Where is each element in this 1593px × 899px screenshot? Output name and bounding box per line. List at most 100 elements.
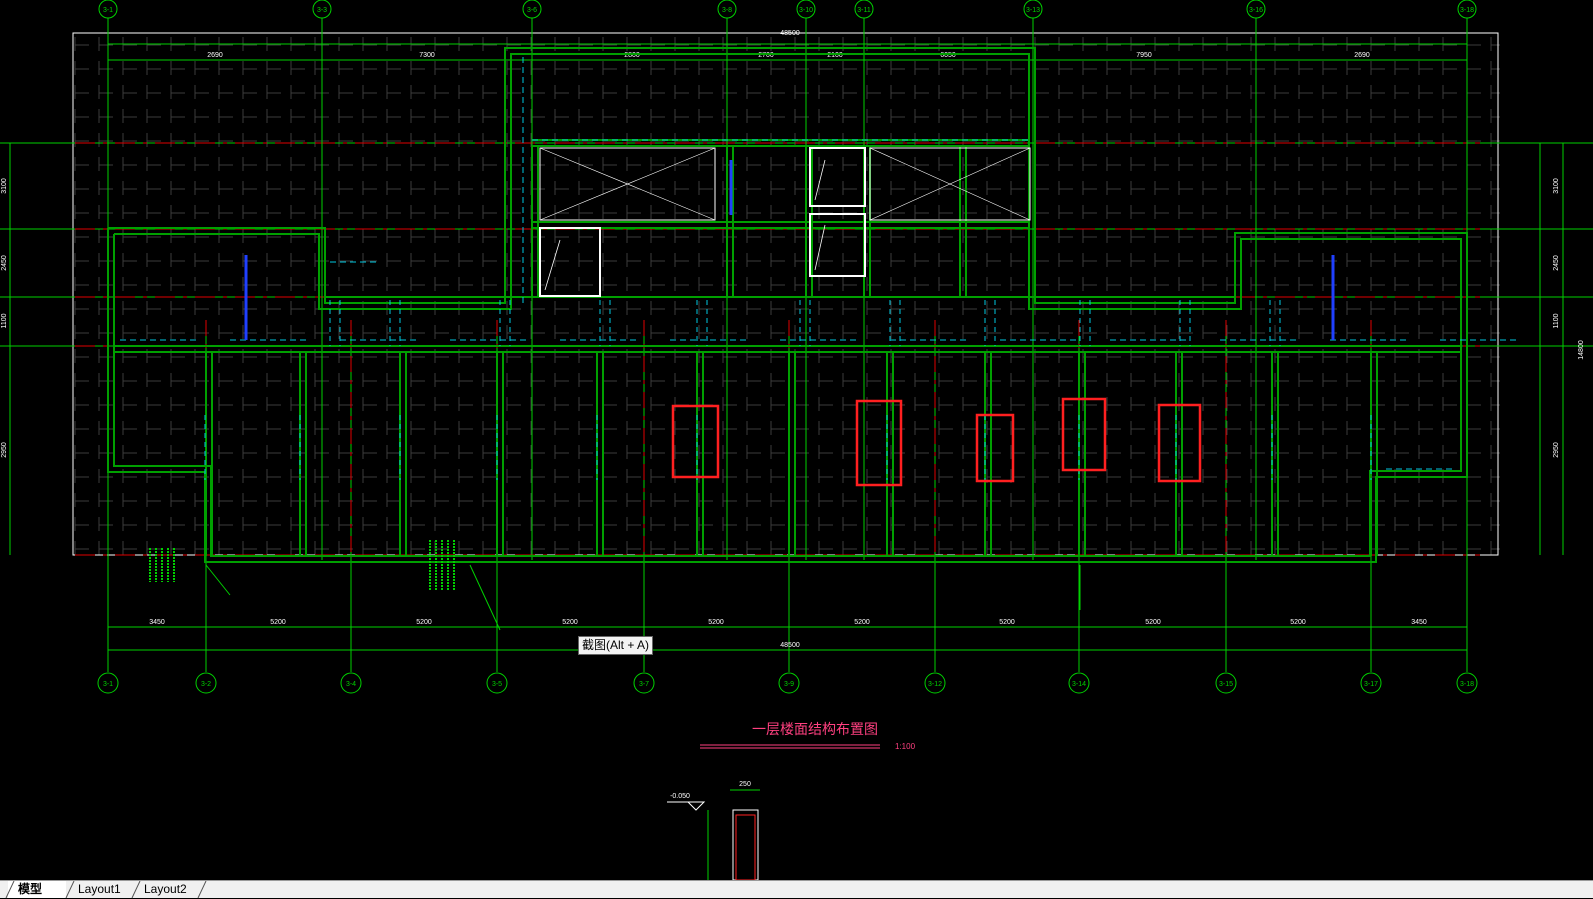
dimension-text: 2950 (1553, 442, 1560, 458)
tab-model-label: 模型 (18, 882, 43, 896)
dimension-text: 5200 (416, 619, 432, 626)
drawing-title: 一层楼面结构布置图 (752, 721, 878, 737)
column-rebar (735, 814, 756, 880)
dimension-text: 1100 (1553, 313, 1560, 328)
axis-bubble (1068, 672, 1090, 694)
dimension-text: 5200 (1145, 619, 1161, 626)
axis-label: 3-4 (346, 681, 356, 688)
axis-label: 3-3 (317, 7, 327, 14)
leader-line (205, 564, 231, 596)
axis-bubble (195, 672, 217, 694)
stair-line (814, 159, 826, 201)
axis-bubble (340, 672, 362, 694)
level-marker (686, 801, 706, 811)
exterior-wall-inner (113, 53, 1462, 557)
axis-label: 3-9 (784, 681, 794, 688)
axis-label: 3-15 (1219, 681, 1233, 688)
column-section (732, 809, 759, 880)
dimension-text: 2950 (1, 442, 8, 458)
axis-bubble (1215, 672, 1237, 694)
axis-label: 3-11 (857, 7, 871, 14)
overall-dimension: 48500 (780, 642, 800, 649)
stair-line (544, 239, 561, 291)
layout-tab-bar: 模型 Layout1 Layout2 (0, 880, 1593, 899)
axis-label: 3-8 (722, 7, 732, 14)
axis-bubble (924, 672, 946, 694)
axis-bubble (486, 672, 508, 694)
axis-bubble (1246, 0, 1266, 19)
dimension-text: 5200 (708, 619, 724, 626)
axis-label: 3-5 (492, 681, 502, 688)
shaft-cross (869, 147, 1031, 221)
overall-dimension: 48500 (780, 30, 800, 37)
dimension-text: 2690 (207, 52, 223, 59)
axis-label: 3-18 (1460, 7, 1474, 14)
axis-bubble (1360, 672, 1382, 694)
dimension-text: 3450 (1411, 619, 1427, 626)
axis-label: 3-14 (1072, 681, 1086, 688)
section-level: -0.050 (670, 793, 690, 800)
dimension-text: 2100 (827, 52, 843, 59)
dimension-text: 5200 (562, 619, 578, 626)
dimension-text: 5200 (270, 619, 286, 626)
highlight-box (1061, 397, 1107, 472)
dimension-text: 5200 (1290, 619, 1306, 626)
axis-bubble (312, 0, 332, 19)
axis-label: 3-17 (1364, 681, 1378, 688)
section-width: 250 (739, 781, 751, 788)
stair-box (539, 227, 601, 297)
shaft-cross (539, 147, 716, 221)
highlight-box (671, 404, 720, 479)
dimension-text: 3100 (1, 178, 8, 194)
highlight-box (975, 413, 1015, 483)
axis-label: 3-6 (527, 7, 537, 14)
tab-separators (5, 881, 207, 899)
axis-bubble (778, 672, 800, 694)
axis-label: 3-16 (1249, 7, 1263, 14)
dimension-text: 1100 (1, 313, 8, 328)
axis-bubble (1456, 672, 1478, 694)
axis-label: 3-2 (201, 681, 211, 688)
axis-bubble (522, 0, 542, 19)
axis-bubble (1457, 0, 1477, 19)
tab-layout1[interactable]: Layout1 (68, 881, 132, 898)
dimension-text: 2700 (758, 52, 774, 59)
dimension-text: 7300 (419, 52, 435, 59)
screenshot-tooltip: 截图(Alt + A) (578, 636, 654, 655)
axis-bubble (796, 0, 816, 19)
stair-box (809, 147, 866, 207)
axis-bubble (98, 0, 118, 19)
axis-bubble (633, 672, 655, 694)
axis-label: 3-7 (639, 681, 649, 688)
dimension-text: 7950 (1136, 52, 1152, 59)
dimension-text: 5200 (999, 619, 1015, 626)
axis-label: 3-13 (1026, 7, 1040, 14)
dimension-text: 5200 (854, 619, 870, 626)
axis-bubble (717, 0, 737, 19)
axis-label: 3-18 (1460, 681, 1474, 688)
axis-label: 3-1 (103, 681, 113, 688)
axis-bubble (97, 672, 119, 694)
axis-label: 3-10 (799, 7, 813, 14)
highlight-box (855, 399, 903, 487)
axis-bubble (1023, 0, 1043, 19)
tab-model[interactable]: 模型 (8, 881, 66, 898)
tab-layout2-label: Layout2 (144, 882, 187, 896)
tab-layout1-label: Layout1 (78, 882, 121, 896)
exterior-wall (107, 47, 1468, 563)
axis-bubble (854, 0, 874, 19)
dimension-text: 6050 (940, 52, 956, 59)
axis-label: 3-12 (928, 681, 942, 688)
dimension-text: 2800 (624, 52, 640, 59)
elevator-shaft (869, 147, 1031, 221)
stair-box (809, 213, 866, 277)
dimension-text: 2450 (1, 255, 8, 271)
stair-line (814, 224, 826, 271)
tab-layout2[interactable]: Layout2 (134, 881, 198, 898)
dimension-text: 3450 (149, 619, 165, 626)
drawing-scale: 1:100 (895, 742, 916, 751)
leader-line (469, 564, 501, 631)
dimension-text: 2690 (1354, 52, 1370, 59)
